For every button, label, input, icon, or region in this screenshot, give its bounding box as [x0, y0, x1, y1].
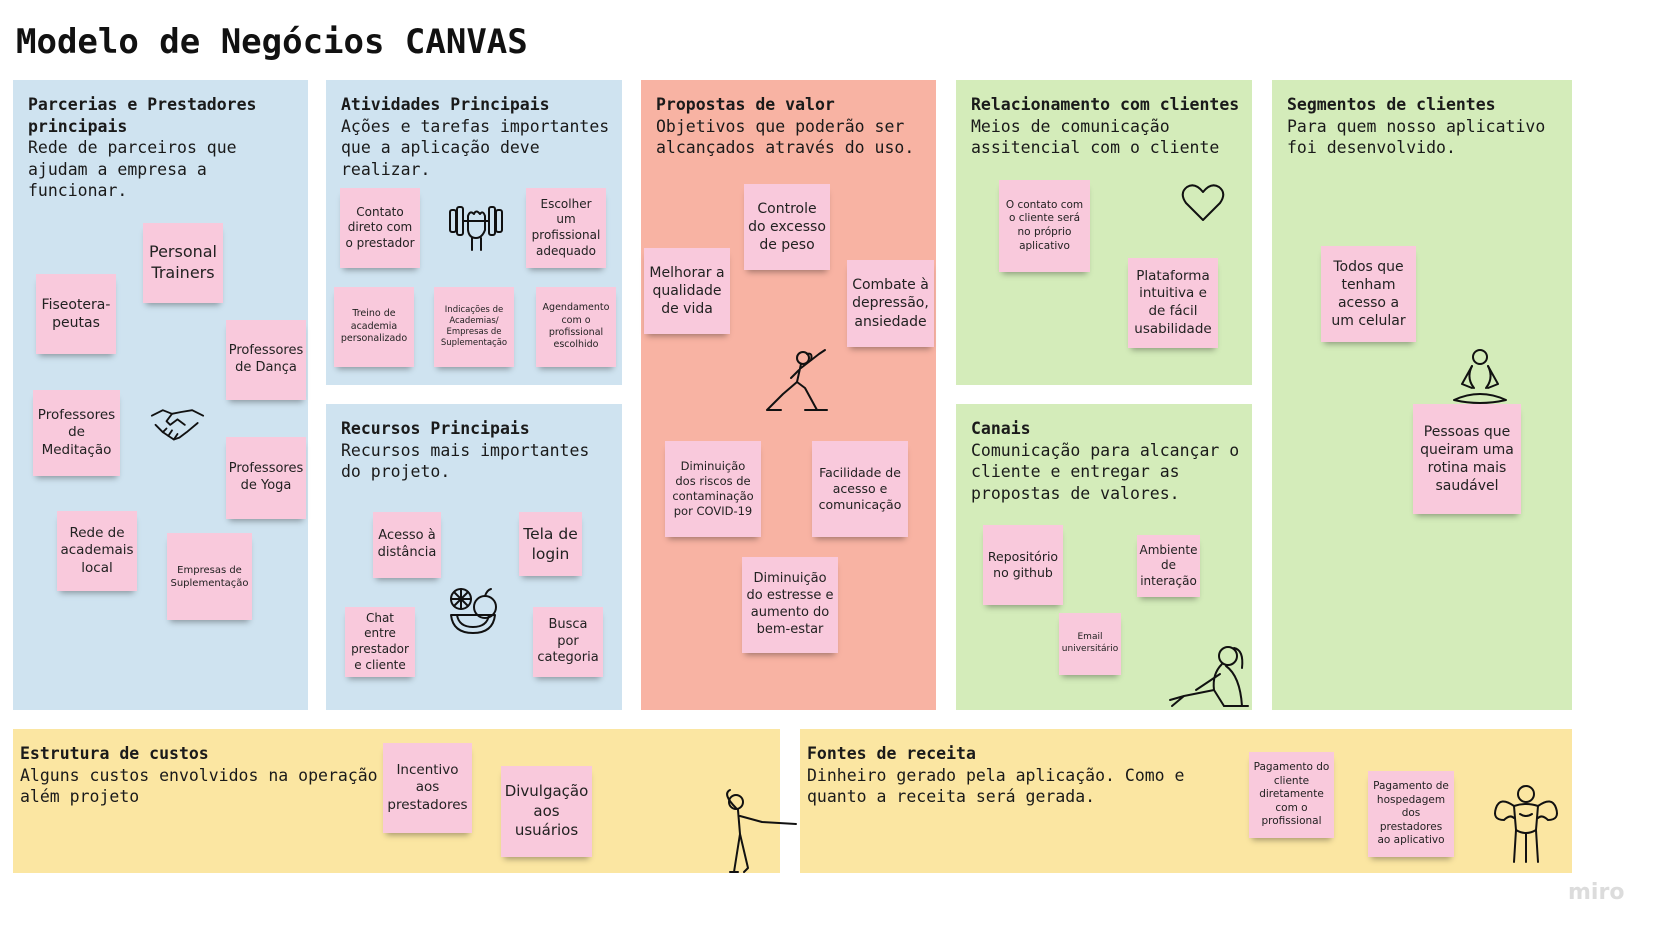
sticky-note[interactable]: Professores de Yoga — [226, 437, 306, 519]
block-header: Propostas de valor Objetivos que poderão… — [656, 94, 924, 159]
yoga-dancer-icon — [718, 788, 798, 874]
block-title: Propostas de valor — [656, 95, 835, 114]
block-header: Estrutura de custos Alguns custos envolv… — [20, 743, 380, 808]
block-segmentos[interactable]: Segmentos de clientes Para quem nosso ap… — [1272, 80, 1572, 710]
sticky-note[interactable]: Tela de login — [519, 512, 582, 576]
block-header: Parcerias e Prestadores principais Rede … — [28, 94, 296, 202]
sticky-note[interactable]: Plataforma intuitiva e de fácil usabilid… — [1128, 258, 1218, 348]
fruit-icon — [447, 585, 499, 637]
sticky-note[interactable]: Incentivo aos prestadores — [383, 743, 472, 833]
handshake-icon — [150, 402, 205, 444]
page-title: Modelo de Negócios CANVAS — [16, 22, 528, 62]
sticky-note[interactable]: Ambiente de interação — [1137, 535, 1200, 597]
stretching-woman-icon — [1166, 640, 1250, 710]
sticky-note[interactable]: Acesso à distância — [373, 512, 441, 578]
sticky-note[interactable]: Fiseotera-peutas — [36, 274, 116, 354]
sticky-note[interactable]: Email universitário — [1059, 613, 1121, 675]
heart-icon — [1181, 183, 1225, 223]
sticky-note[interactable]: Chat entre prestador e cliente — [345, 607, 415, 677]
sticky-note[interactable]: Personal Trainers — [143, 223, 223, 303]
block-receita[interactable]: Fontes de receita Dinheiro gerado pela a… — [800, 729, 1572, 873]
sticky-note[interactable]: Controle do excesso de peso — [744, 184, 830, 270]
dumbbell-fist-icon — [448, 204, 504, 252]
block-description: Recursos mais importantes do projeto. — [341, 440, 590, 482]
block-description: Ações e tarefas importantes que a aplica… — [341, 116, 610, 179]
block-title: Fontes de receita — [807, 744, 976, 763]
sticky-note[interactable]: O contato com o cliente será no próprio … — [999, 180, 1090, 272]
block-description: Comunicação para alcançar o cliente e en… — [971, 440, 1240, 503]
block-title: Recursos Principais — [341, 419, 530, 438]
block-title: Canais — [971, 419, 1031, 438]
sticky-note[interactable]: Pessoas que queiram uma rotina mais saud… — [1413, 404, 1521, 514]
block-description: Objetivos que poderão ser alcançados atr… — [656, 116, 915, 158]
sticky-note[interactable]: Diminuição do estresse e aumento do bem-… — [742, 557, 838, 653]
sticky-note[interactable]: Indicações de Academias/ Empresas de Sup… — [434, 287, 514, 367]
sticky-note[interactable]: Divulgação aos usuários — [501, 766, 592, 857]
sticky-note[interactable]: Combate à depressão, ansiedade — [847, 260, 934, 347]
block-header: Canais Comunicação para alcançar o clien… — [971, 418, 1240, 504]
block-title: Parcerias e Prestadores principais — [28, 95, 257, 136]
sticky-note[interactable]: Diminuição dos riscos de contaminação po… — [665, 441, 761, 537]
sticky-note[interactable]: Todos que tenham acesso a um celular — [1321, 246, 1416, 342]
block-title: Atividades Principais — [341, 95, 550, 114]
sticky-note[interactable]: Agendamento com o profissional escolhido — [536, 287, 616, 367]
block-header: Atividades Principais Ações e tarefas im… — [341, 94, 610, 180]
sticky-note[interactable]: Pagamento de hospedagem dos prestadores … — [1368, 771, 1454, 857]
sticky-note[interactable]: Repositório no github — [983, 525, 1063, 605]
sticky-note[interactable]: Rede de academais local — [57, 511, 137, 591]
sticky-note[interactable]: Professores de Dança — [226, 320, 306, 400]
sticky-note[interactable]: Empresas de Suplementação — [167, 533, 252, 620]
block-header: Relacionamento com clientes Meios de com… — [971, 94, 1240, 159]
meditation-icon — [1450, 348, 1510, 406]
sticky-note[interactable]: Contato direto com o prestador — [340, 188, 420, 268]
strong-man-icon — [1486, 780, 1566, 864]
sticky-note[interactable]: Pagamento do cliente diretamente com o p… — [1249, 752, 1334, 838]
block-description: Para quem nosso aplicativo foi desenvolv… — [1287, 116, 1546, 158]
block-header: Segmentos de clientes Para quem nosso ap… — [1287, 94, 1560, 159]
block-description: Meios de comunicação assitencial com o c… — [971, 116, 1220, 158]
sticky-note[interactable]: Escolher um profissional adequado — [526, 188, 606, 268]
sticky-note[interactable]: Melhorar a qualidade de vida — [644, 248, 730, 334]
block-title: Segmentos de clientes — [1287, 95, 1496, 114]
block-header: Fontes de receita Dinheiro gerado pela a… — [807, 743, 1232, 808]
sticky-note[interactable]: Facilidade de acesso e comunicação — [812, 441, 908, 537]
sticky-note[interactable]: Professores de Meditação — [33, 390, 120, 476]
block-header: Recursos Principais Recursos mais import… — [341, 418, 610, 483]
sticky-note[interactable]: Busca por categoria — [533, 607, 603, 677]
miro-watermark: miro — [1568, 880, 1625, 905]
block-title: Relacionamento com clientes — [971, 95, 1240, 114]
block-description: Rede de parceiros que ajudam a empresa a… — [28, 138, 237, 200]
block-title: Estrutura de custos — [20, 744, 209, 763]
block-description: Dinheiro gerado pela aplicação. Como e q… — [807, 765, 1185, 807]
exercise-woman-icon — [761, 348, 831, 414]
sticky-note[interactable]: Treino de academia personalizado — [334, 287, 414, 367]
block-description: Alguns custos envolvidos na operação alé… — [20, 765, 378, 807]
